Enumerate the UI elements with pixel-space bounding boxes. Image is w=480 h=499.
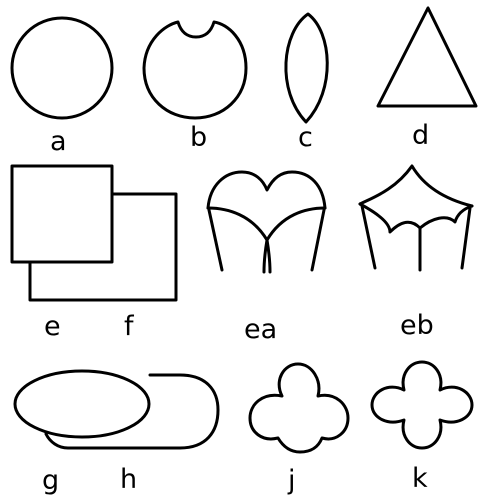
shape-c-lens — [286, 14, 327, 122]
shape-e-square — [12, 166, 112, 262]
label-h: h — [120, 464, 137, 495]
shape-j-trefoil — [250, 364, 348, 452]
shape-b-notched-circle — [144, 22, 246, 118]
shape-g-ellipse — [15, 371, 149, 437]
label-ea: ea — [244, 314, 277, 345]
label-f: f — [124, 311, 135, 342]
label-k: k — [412, 463, 428, 494]
shape-f-square — [30, 194, 176, 300]
shape-k-quatrefoil — [372, 362, 472, 448]
label-eb: eb — [400, 310, 434, 341]
label-j: j — [287, 465, 296, 496]
shape-a-circle — [12, 18, 112, 118]
shape-d-triangle — [378, 8, 476, 106]
label-c: c — [298, 122, 313, 153]
label-b: b — [190, 122, 207, 153]
label-g: g — [42, 465, 59, 496]
shape-ea-lobed-cap — [208, 172, 325, 272]
label-d: d — [412, 120, 429, 151]
label-e: e — [44, 311, 61, 342]
label-a: a — [50, 126, 67, 157]
shape-eb-cusped-cap — [360, 166, 472, 270]
